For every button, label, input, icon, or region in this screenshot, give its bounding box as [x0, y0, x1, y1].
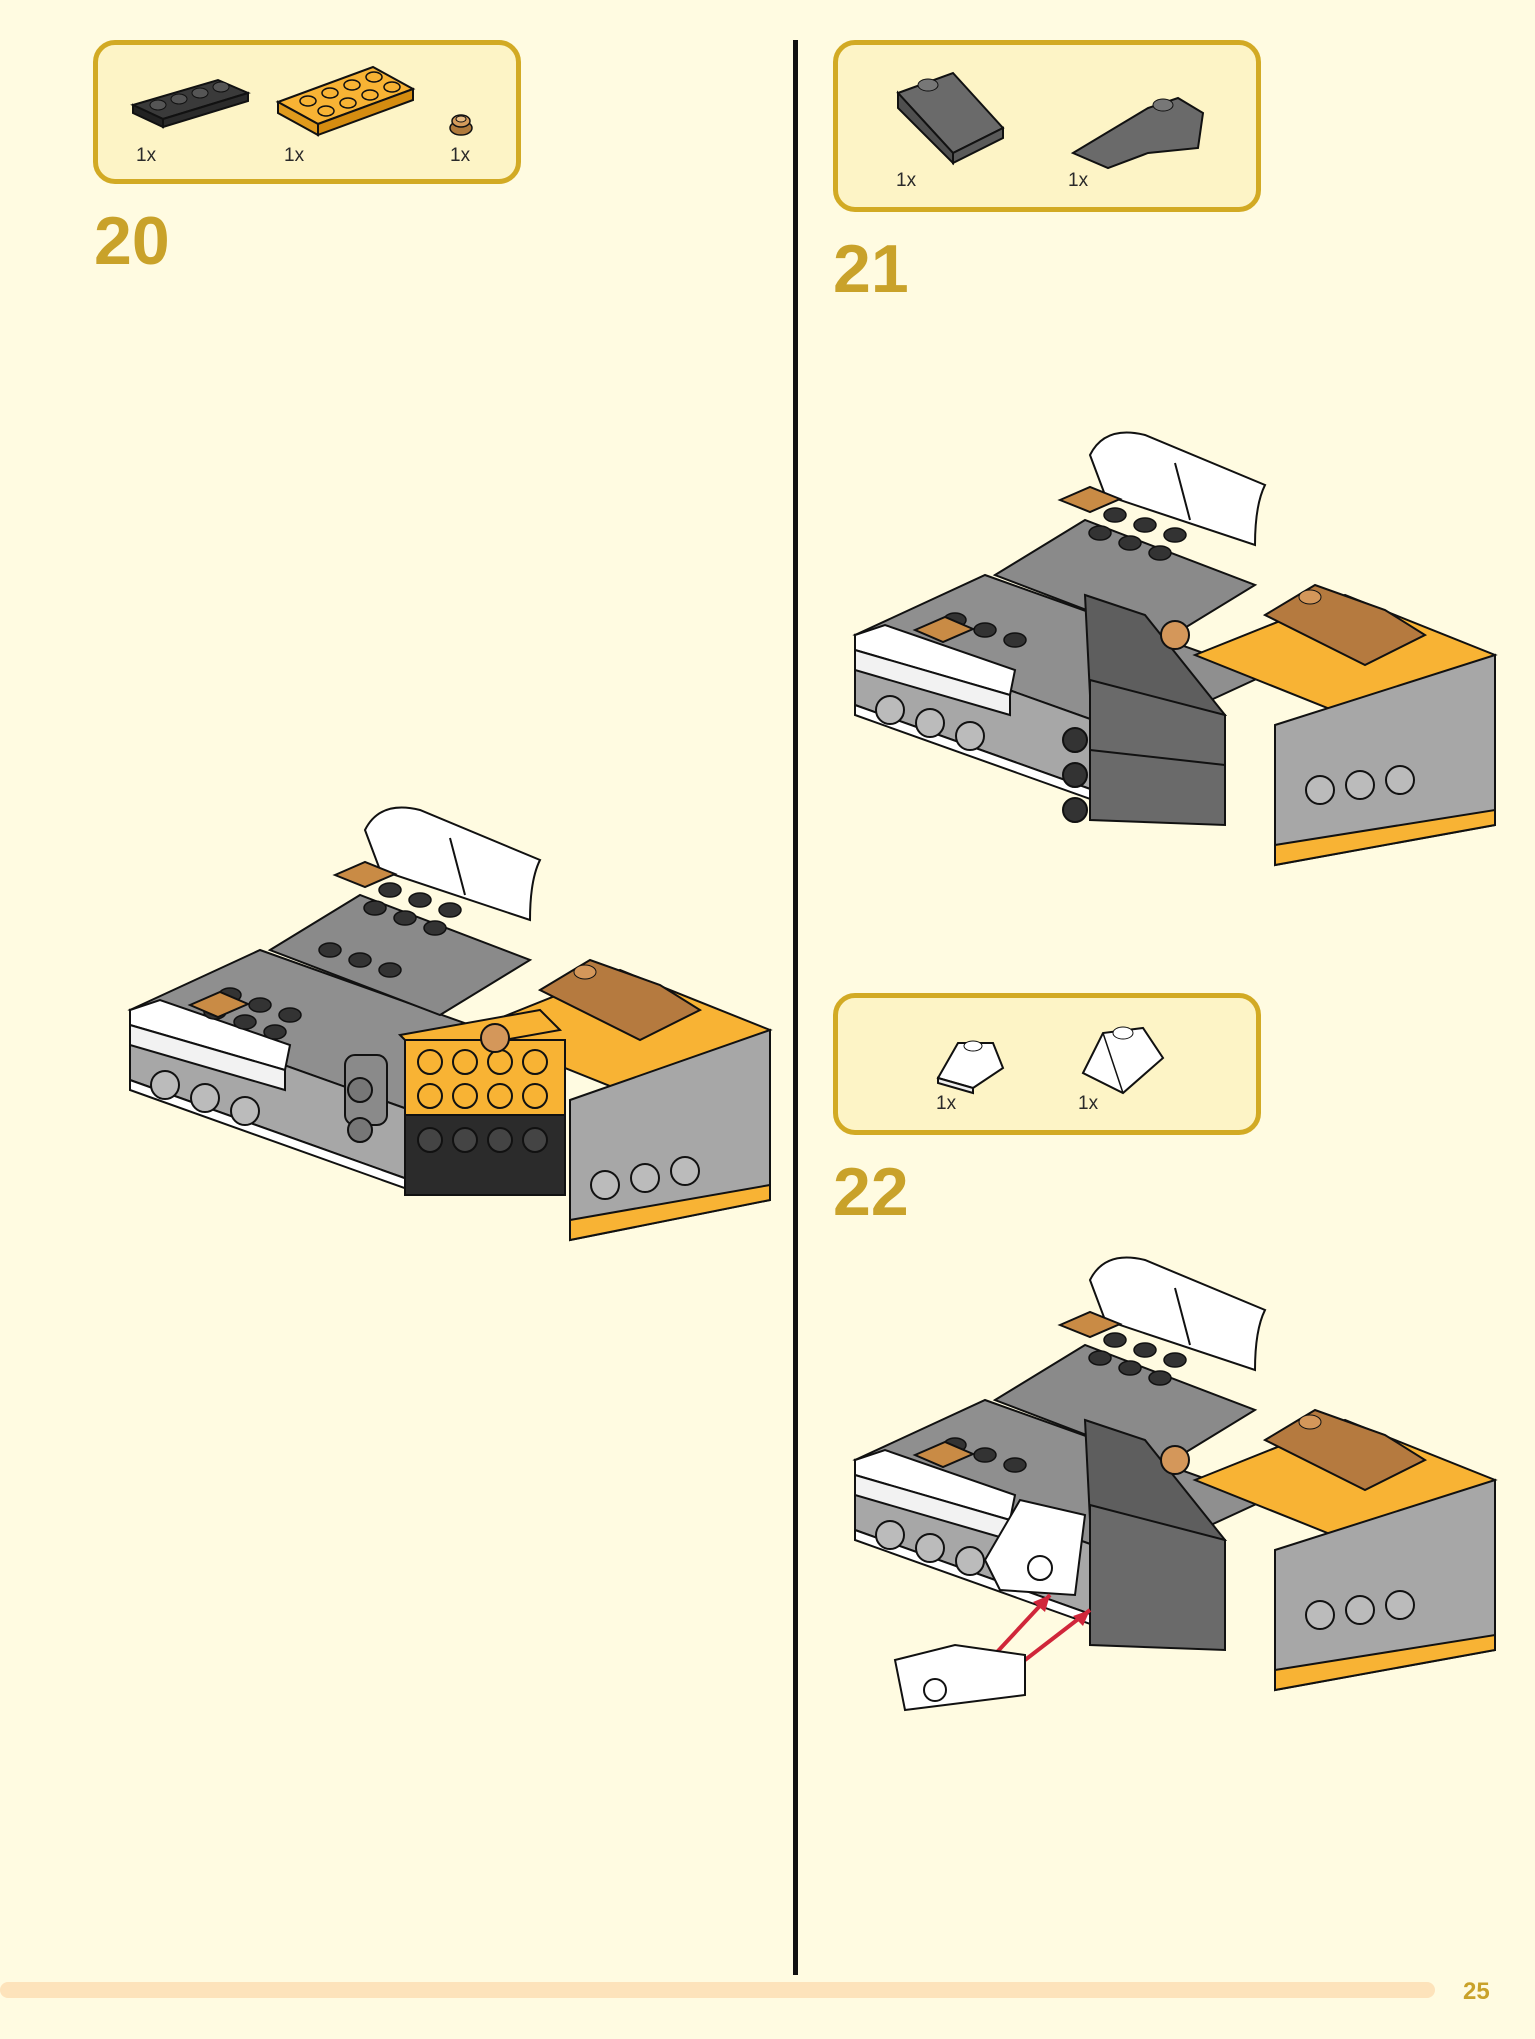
parts-box-step-20: 1x 1x 1x	[93, 40, 521, 184]
step-22-part-1-qty: 1x	[936, 1093, 957, 1114]
step-20-part-3-qty: 1x	[450, 145, 471, 166]
step-22-part-2-qty: 1x	[1078, 1093, 1099, 1114]
footer-bar	[0, 1982, 1435, 1998]
parts-box-step-21: 1x 1x	[833, 40, 1261, 212]
white-slope-1x1-icon	[936, 1040, 1005, 1095]
page-number: 25	[1463, 1978, 1490, 2005]
black-plate-1x4-icon	[130, 78, 251, 129]
parts-box-step-22: 1x 1x	[833, 993, 1261, 1135]
step-21-part-1-qty: 1x	[896, 170, 917, 191]
page-divider	[793, 40, 798, 1975]
step-22-number: 22	[833, 1154, 909, 1230]
white-slope-2x2-icon	[1081, 1026, 1165, 1095]
model-step-20	[127, 806, 773, 1242]
model-step-22	[852, 1256, 1498, 1712]
step-20-number: 20	[94, 203, 170, 279]
step-21-part-2-qty: 1x	[1068, 170, 1089, 191]
model-step-21	[852, 431, 1498, 867]
step-20-part-1-qty: 1x	[136, 145, 157, 166]
orange-plate-2x4-icon	[275, 65, 416, 137]
dark-gray-slope-icon	[896, 71, 1005, 166]
step-20-part-2-qty: 1x	[284, 145, 305, 166]
dark-gray-wedge-icon	[1070, 96, 1205, 170]
step-21-number: 21	[833, 231, 909, 307]
tan-round-plate-icon	[449, 114, 473, 136]
